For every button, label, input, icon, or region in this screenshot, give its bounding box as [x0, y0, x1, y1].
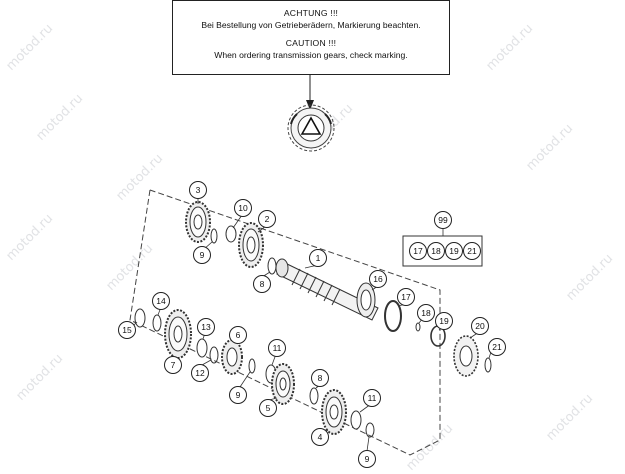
gear-4 — [321, 389, 347, 435]
pin-18 — [415, 322, 421, 332]
caution-title-de: ACHTUNG !!! — [283, 8, 339, 18]
callout-18[interactable]: 18 — [417, 304, 435, 322]
kit-item-17[interactable]: 17 — [409, 242, 427, 260]
sprocket-20 — [453, 335, 479, 377]
callout-13[interactable]: 13 — [197, 318, 215, 336]
washer-10 — [225, 225, 237, 243]
gear-3 — [185, 201, 211, 243]
callout-7[interactable]: 7 — [164, 356, 182, 374]
callout-6[interactable]: 6 — [229, 326, 247, 344]
gear-7 — [164, 309, 192, 359]
bearing-16 — [356, 282, 376, 318]
caution-text-de: Bei Bestellung von Getrieberädern, Marki… — [201, 20, 421, 30]
callout-16[interactable]: 16 — [369, 270, 387, 288]
marking-gear — [287, 104, 335, 152]
ring-21 — [484, 357, 492, 373]
kit-item-21[interactable]: 21 — [463, 242, 481, 260]
gear-5 — [271, 363, 295, 405]
callout-9-middle[interactable]: 9 — [229, 386, 247, 404]
callout-11-lower[interactable]: 11 — [363, 389, 381, 407]
bushing-11-lower — [350, 410, 362, 430]
callout-8-lower[interactable]: 8 — [311, 369, 329, 387]
ring-8-lower — [309, 387, 319, 405]
callout-9-upper[interactable]: 9 — [193, 246, 211, 264]
kit-item-19[interactable]: 19 — [445, 242, 463, 260]
kit-item-18[interactable]: 18 — [427, 242, 445, 260]
callout-9-lower[interactable]: 9 — [358, 450, 376, 468]
assembly-outline — [129, 189, 441, 456]
callout-1[interactable]: 1 — [309, 249, 327, 267]
main-shaft — [275, 258, 379, 321]
callout-5[interactable]: 5 — [259, 399, 277, 417]
callout-20[interactable]: 20 — [471, 317, 489, 335]
callout-17[interactable]: 17 — [397, 288, 415, 306]
ring-15 — [134, 308, 146, 328]
caution-box: ACHTUNG !!! Bei Bestellung von Getrieber… — [172, 0, 450, 75]
callout-3[interactable]: 3 — [189, 181, 207, 199]
ring-12 — [209, 346, 219, 364]
ring-8-upper — [267, 257, 277, 275]
ring-9-upper — [210, 228, 218, 244]
callout-14[interactable]: 14 — [152, 292, 170, 310]
gear-6 — [221, 339, 243, 375]
callout-15[interactable]: 15 — [118, 321, 136, 339]
callout-10[interactable]: 10 — [234, 199, 252, 217]
gear-2 — [238, 222, 264, 268]
callout-2[interactable]: 2 — [258, 210, 276, 228]
callout-11-upper[interactable]: 11 — [268, 339, 286, 357]
ring-9-middle — [248, 358, 256, 374]
ring-9-lower — [365, 422, 375, 438]
callout-8-upper[interactable]: 8 — [253, 275, 271, 293]
callout-4[interactable]: 4 — [311, 428, 329, 446]
bushing-13 — [196, 338, 208, 358]
callout-12[interactable]: 12 — [191, 364, 209, 382]
ring-14 — [152, 314, 162, 332]
callout-99[interactable]: 99 — [434, 211, 452, 229]
callout-19[interactable]: 19 — [435, 312, 453, 330]
ring-17 — [384, 300, 402, 332]
callout-21[interactable]: 21 — [488, 338, 506, 356]
caution-text-en: When ordering transmission gears, check … — [214, 50, 408, 60]
caution-title-en: CAUTION !!! — [285, 38, 337, 48]
